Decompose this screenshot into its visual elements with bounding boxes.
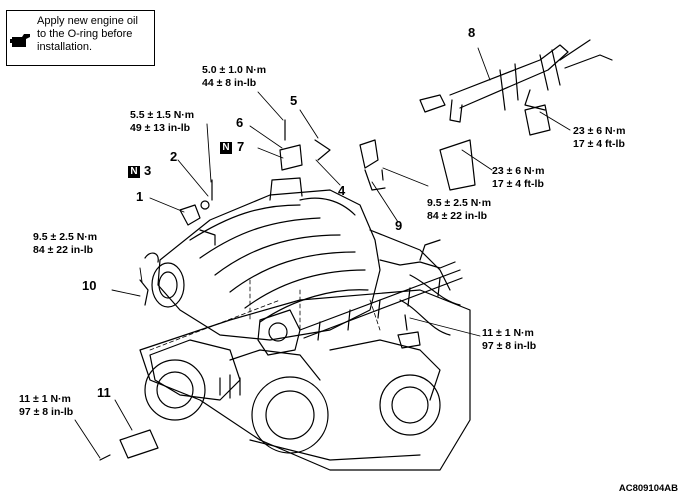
sensor-parts — [99, 119, 421, 461]
torque-11-left-inlb: 97 ± 8 in-lb — [19, 406, 74, 418]
callout-9: 9 — [395, 218, 403, 233]
harness — [379, 239, 461, 336]
n-mark-3: N — [128, 166, 140, 178]
leader-lines — [74, 47, 571, 459]
torque-5-5-nm: 5.5 ± 1.5 N·m — [130, 109, 195, 121]
callout-3: 3 — [144, 163, 152, 178]
oil-note-line-3: installation. — [37, 41, 93, 53]
oil-can-icon — [10, 34, 30, 47]
figure-code: AC809104AB — [618, 483, 678, 494]
callout-1: 1 — [136, 189, 144, 204]
torque-9-5-right-inlb: 84 ± 22 in-lb — [427, 210, 488, 222]
callout-8: 8 — [468, 25, 476, 40]
torque-23-lower-nm: 23 ± 6 N·m — [492, 165, 545, 177]
torque-9-5-right-nm: 9.5 ± 2.5 N·m — [427, 197, 492, 209]
callout-5: 5 — [290, 93, 298, 108]
oil-note-line-2: to the O-ring before — [37, 28, 133, 40]
torque-5-0-inlb: 44 ± 8 in-lb — [202, 77, 257, 89]
torque-23-lower-ftlb: 17 ± 4 ft-lb — [492, 178, 544, 190]
torque-5-0-nm: 5.0 ± 1.0 N·m — [202, 64, 267, 76]
n-mark-7: N — [220, 142, 232, 154]
callout-2: 2 — [170, 149, 178, 164]
fuel-rail — [299, 229, 463, 341]
torque-23-upper-ftlb: 17 ± 4 ft-lb — [573, 138, 625, 150]
torque-11-left-nm: 11 ± 1 N·m — [19, 393, 71, 405]
intake-manifold — [151, 177, 381, 341]
oil-note-line-1: Apply new engine oil — [37, 15, 138, 27]
torque-9-5-left-inlb: 84 ± 22 in-lb — [33, 244, 94, 256]
throttle-body — [257, 309, 301, 356]
torque-11-right-inlb: 97 ± 8 in-lb — [482, 340, 537, 352]
torque-5-5-inlb: 49 ± 13 in-lb — [130, 122, 191, 134]
torque-23-upper-nm: 23 ± 6 N·m — [573, 125, 626, 137]
oil-note: Apply new engine oil to the O-ring befor… — [6, 10, 155, 66]
engine-block — [139, 289, 471, 471]
callout-10: 10 — [82, 278, 97, 293]
pipe-part-8 — [419, 39, 613, 191]
callout-7: 7 — [237, 139, 245, 154]
torque-9-5-left-nm: 9.5 ± 2.5 N·m — [33, 231, 98, 243]
torque-11-right-nm: 11 ± 1 N·m — [482, 327, 534, 339]
oil-note-text: Apply new engine oil to the O-ring befor… — [37, 15, 155, 54]
callout-6: 6 — [236, 115, 244, 130]
callout-4: 4 — [338, 183, 346, 198]
dashed-guides — [149, 279, 381, 351]
callout-11: 11 — [97, 385, 111, 400]
